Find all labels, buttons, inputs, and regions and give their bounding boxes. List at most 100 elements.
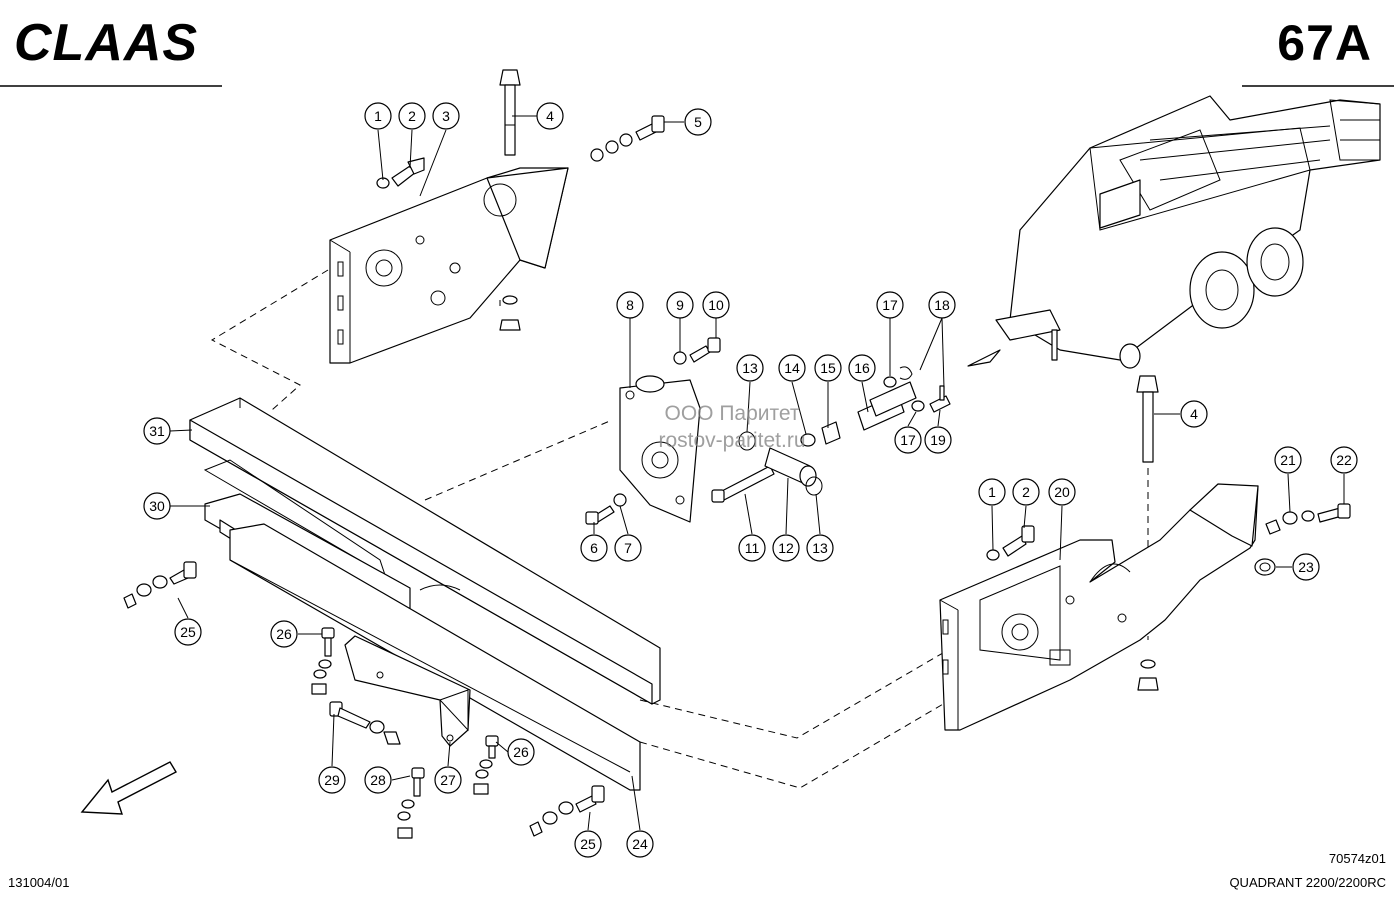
svg-text:31: 31 [149,423,165,439]
callout-12: 12 [772,534,800,562]
svg-text:6: 6 [590,540,598,556]
callout-20: 20 [1048,478,1076,506]
side-plate-right [939,483,1259,731]
svg-text:16: 16 [854,360,870,376]
svg-text:25: 25 [180,624,196,640]
svg-text:18: 18 [934,297,950,313]
flange-plate [619,375,701,523]
callout-25-left: 25 [174,618,202,646]
bolt-washer-stack-21-22 [1254,503,1351,576]
callout-6: 6 [580,534,608,562]
svg-text:19: 19 [930,432,946,448]
svg-text:1: 1 [374,108,382,124]
callout-13-top: 13 [736,354,764,382]
svg-text:20: 20 [1054,484,1070,500]
svg-text:4: 4 [1190,406,1198,422]
svg-text:21: 21 [1280,452,1296,468]
svg-text:15: 15 [820,360,836,376]
alignment-dashed-lines [210,269,1149,789]
callout-17-top: 17 [876,291,904,319]
svg-text:28: 28 [370,772,386,788]
callout-1: 1 [364,102,392,130]
bolt-washer-upper-left [376,157,425,189]
svg-text:11: 11 [745,540,760,556]
callout-4: 4 [536,102,564,130]
svg-text:14: 14 [784,360,800,376]
bolt-washer-stack-5 [590,115,665,162]
callout-3: 3 [432,102,460,130]
callout-13-bottom: 13 [806,534,834,562]
catalog-code: 131004/01 [8,875,70,890]
svg-text:7: 7 [624,540,632,556]
callout-16: 16 [848,354,876,382]
brand-name: CLAAS [14,14,198,70]
svg-text:5: 5 [694,114,702,130]
main-beam [189,397,661,705]
svg-text:22: 22 [1336,452,1352,468]
svg-text:30: 30 [149,498,165,514]
callout-28: 28 [364,766,392,794]
model-name: QUADRANT 2200/2200RC [1229,875,1386,890]
watermark-line-2: rostov-paritet.ru [658,429,806,452]
side-plate-left [329,167,569,364]
hardware-stack-25-left [123,561,197,609]
small-bolts-mid [585,337,721,525]
callout-7: 7 [614,534,642,562]
svg-text:24: 24 [632,836,648,852]
baler-machine-illustration [967,95,1381,369]
callout-22: 22 [1330,446,1358,474]
callout-26-right: 26 [507,738,535,766]
callout-27: 27 [434,766,462,794]
callout-29: 29 [318,766,346,794]
watermark-line-1: ООО Паритет [664,402,800,425]
svg-text:17: 17 [900,432,916,448]
callout-5: 5 [684,108,712,136]
svg-text:10: 10 [708,297,724,313]
callout-11: 11 [738,534,766,562]
callout-21: 21 [1274,446,1302,474]
callout-9: 9 [666,291,694,319]
pins-clips [883,366,951,413]
callout-17-bottom: 17 [894,426,922,454]
svg-text:25: 25 [580,836,596,852]
svg-text:3: 3 [442,108,450,124]
svg-text:2: 2 [408,108,416,124]
svg-text:13: 13 [812,540,828,556]
callout-14: 14 [778,354,806,382]
svg-text:17: 17 [882,297,898,313]
lower-rail [229,523,641,791]
svg-text:4: 4 [546,108,554,124]
svg-text:13: 13 [742,360,758,376]
long-bolt-right [1136,375,1159,691]
svg-text:27: 27 [440,772,456,788]
hardware-stack-28 [397,767,425,839]
callout-15: 15 [814,354,842,382]
long-bolt-upper [499,69,521,331]
svg-text:9: 9 [676,297,684,313]
callout-30: 30 [143,492,171,520]
hardware-stack-26-left [311,627,335,695]
page-number: 67A [1277,15,1372,71]
callout-10: 10 [702,291,730,319]
callout-4-right: 4 [1180,400,1208,428]
callout-24: 24 [626,830,654,858]
svg-text:8: 8 [626,297,634,313]
svg-text:29: 29 [324,772,340,788]
callout-19: 19 [924,426,952,454]
svg-text:12: 12 [778,540,794,556]
brand-logo: CLAAS [14,14,198,70]
svg-text:2: 2 [1022,484,1030,500]
svg-text:26: 26 [276,626,292,642]
watermark: ООО Паритет rostov-paritet.ru [612,400,852,454]
direction-arrow-icon [80,761,177,815]
callout-25-right: 25 [574,830,602,858]
callout-2-right: 2 [1012,478,1040,506]
callout-8: 8 [616,291,644,319]
bolt-washer-right-plate [986,525,1035,561]
callout-2: 2 [398,102,426,130]
callout-1-right: 1 [978,478,1006,506]
callout-26-left: 26 [270,620,298,648]
hardware-stack-29 [329,701,401,745]
svg-text:23: 23 [1298,559,1314,575]
